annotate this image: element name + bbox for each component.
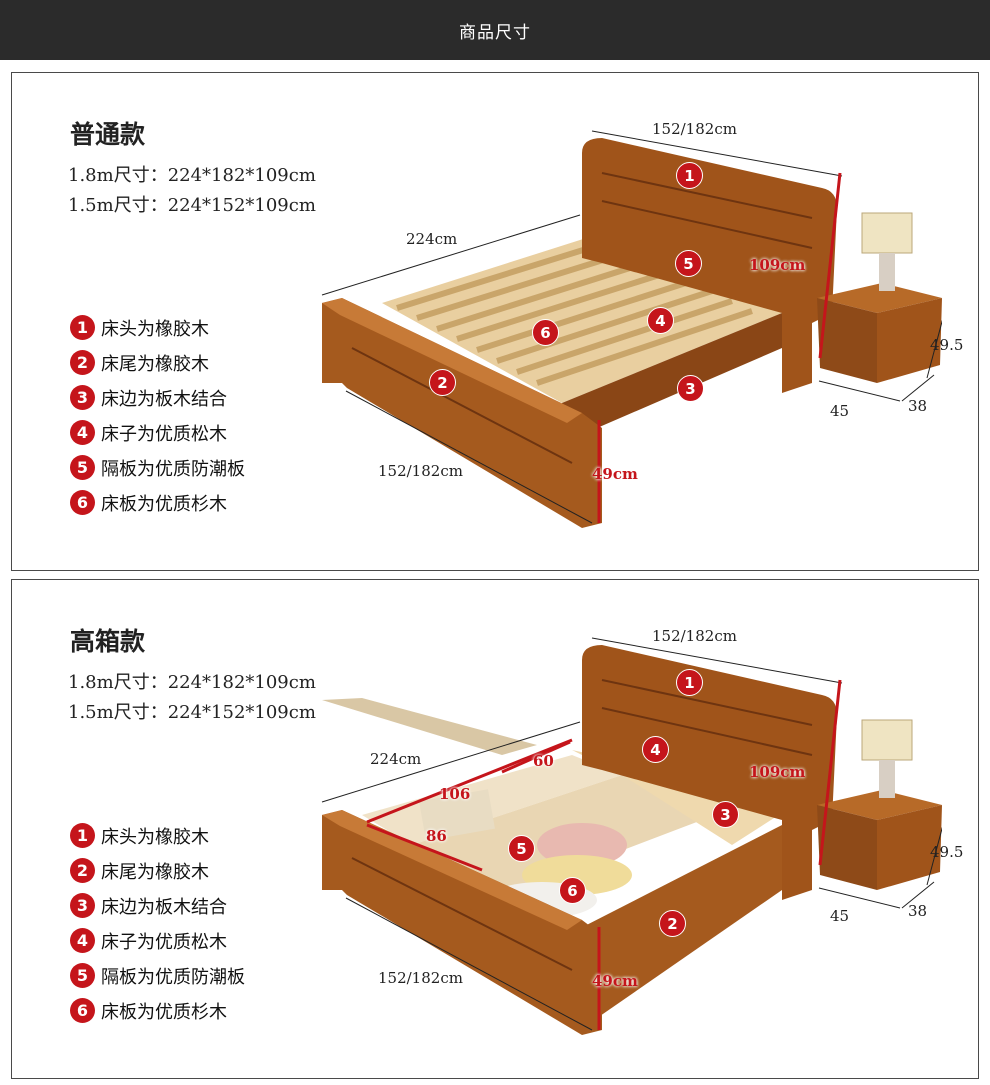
- part-badge-1: 1: [676, 669, 703, 696]
- legend-item: 4 床子为优质松木: [70, 923, 330, 958]
- legend-text: 床板为优质杉木: [101, 493, 227, 515]
- number-badge-icon: 2: [70, 858, 95, 883]
- number-badge-icon: 4: [70, 420, 95, 445]
- legend-text: 床头为橡胶木: [101, 826, 209, 848]
- number-badge-icon: 3: [70, 385, 95, 410]
- legend-item: 6 床板为优质杉木: [70, 485, 330, 520]
- size-line-1-5m: 1.5m尺寸：224*152*109cm: [68, 702, 316, 723]
- number-badge-icon: 5: [70, 455, 95, 480]
- number-badge-icon: 2: [70, 350, 95, 375]
- legend-item: 3 床边为板木结合: [70, 888, 330, 923]
- part-badge-2: 2: [429, 369, 456, 396]
- length-label: 224cm: [406, 230, 458, 248]
- part-badge-6: 6: [532, 319, 559, 346]
- part-badge-2: 2: [659, 910, 686, 937]
- nightstand-depth-label: 38: [908, 902, 928, 920]
- part-badge-4: 4: [642, 736, 669, 763]
- legend-text: 隔板为优质防潮板: [101, 966, 245, 988]
- panel-high-box: 高箱款 1.8m尺寸：224*182*109cm 1.5m尺寸：224*152*…: [11, 579, 979, 1079]
- legend-list: 1 床头为橡胶木 2 床尾为橡胶木 3 床边为板木结合 4 床子为优质松木 5 隔板为优质…: [70, 310, 330, 520]
- length-label: 224cm: [370, 750, 422, 768]
- storage-bed-illustration: [321, 637, 942, 1035]
- legend-text: 床边为板木结合: [101, 388, 227, 410]
- number-badge-icon: 6: [70, 998, 95, 1023]
- width-top-label: 152/182cm: [652, 120, 737, 138]
- inner-width-label: 60: [533, 752, 554, 770]
- legend-text: 床尾为橡胶木: [101, 861, 209, 883]
- nightstand-depth-label: 38: [908, 397, 928, 415]
- legend-item: 3 床边为板木结合: [70, 380, 330, 415]
- legend-item: 1 床头为橡胶木: [70, 310, 330, 345]
- panel-standard: 普通款 1.8m尺寸：224*182*109cm 1.5m尺寸：224*152*…: [11, 72, 979, 571]
- number-badge-icon: 1: [70, 315, 95, 340]
- size-line-1-8m: 1.8m尺寸：224*182*109cm: [68, 672, 316, 693]
- part-badge-5: 5: [508, 835, 535, 862]
- part-badge-3: 3: [712, 801, 739, 828]
- legend-item: 1 床头为橡胶木: [70, 818, 330, 853]
- part-badge-1: 1: [676, 162, 703, 189]
- number-badge-icon: 1: [70, 823, 95, 848]
- part-badge-5: 5: [675, 250, 702, 277]
- legend-text: 床子为优质松木: [101, 931, 227, 953]
- nightstand-width-label: 45: [830, 402, 850, 420]
- panel-title: 普通款: [70, 120, 146, 149]
- nightstand-height-label: 49.5: [930, 336, 964, 354]
- width-top-label: 152/182cm: [652, 627, 737, 645]
- legend-item: 4 床子为优质松木: [70, 415, 330, 450]
- number-badge-icon: 3: [70, 893, 95, 918]
- height-label: 109cm: [749, 763, 806, 781]
- header-title: 商品尺寸: [459, 22, 531, 43]
- bed-illustration: [321, 130, 942, 528]
- legend-list: 1 床头为橡胶木 2 床尾为橡胶木 3 床边为板木结合 4 床子为优质松木 5 隔板为优质…: [70, 818, 330, 1028]
- number-badge-icon: 4: [70, 928, 95, 953]
- number-badge-icon: 6: [70, 490, 95, 515]
- width-bottom-label: 152/182cm: [378, 462, 463, 480]
- legend-text: 隔板为优质防潮板: [101, 458, 245, 480]
- header-bar: 商品尺寸: [0, 0, 990, 60]
- width-bottom-label: 152/182cm: [378, 969, 463, 987]
- part-badge-3: 3: [677, 375, 704, 402]
- panel-title: 高箱款: [70, 627, 146, 656]
- footboard-height-label: 49cm: [592, 465, 638, 483]
- legend-text: 床头为橡胶木: [101, 318, 209, 340]
- legend-item: 2 床尾为橡胶木: [70, 345, 330, 380]
- part-badge-4: 4: [647, 307, 674, 334]
- legend-text: 床边为板木结合: [101, 896, 227, 918]
- size-line-1-5m: 1.5m尺寸：224*152*109cm: [68, 195, 316, 216]
- number-badge-icon: 5: [70, 963, 95, 988]
- nightstand-width-label: 45: [830, 907, 850, 925]
- legend-item: 5 隔板为优质防潮板: [70, 450, 330, 485]
- height-label: 109cm: [749, 256, 806, 274]
- size-line-1-8m: 1.8m尺寸：224*182*109cm: [68, 165, 316, 186]
- legend-text: 床板为优质杉木: [101, 1001, 227, 1023]
- legend-item: 6 床板为优质杉木: [70, 993, 330, 1028]
- nightstand-height-label: 49.5: [930, 843, 964, 861]
- footboard-height-label: 49cm: [592, 972, 638, 990]
- legend-text: 床子为优质松木: [101, 423, 227, 445]
- legend-text: 床尾为橡胶木: [101, 353, 209, 375]
- inner-depth-label: 86: [426, 827, 447, 845]
- inner-length-label: 106: [439, 785, 471, 803]
- part-badge-6: 6: [559, 877, 586, 904]
- legend-item: 2 床尾为橡胶木: [70, 853, 330, 888]
- legend-item: 5 隔板为优质防潮板: [70, 958, 330, 993]
